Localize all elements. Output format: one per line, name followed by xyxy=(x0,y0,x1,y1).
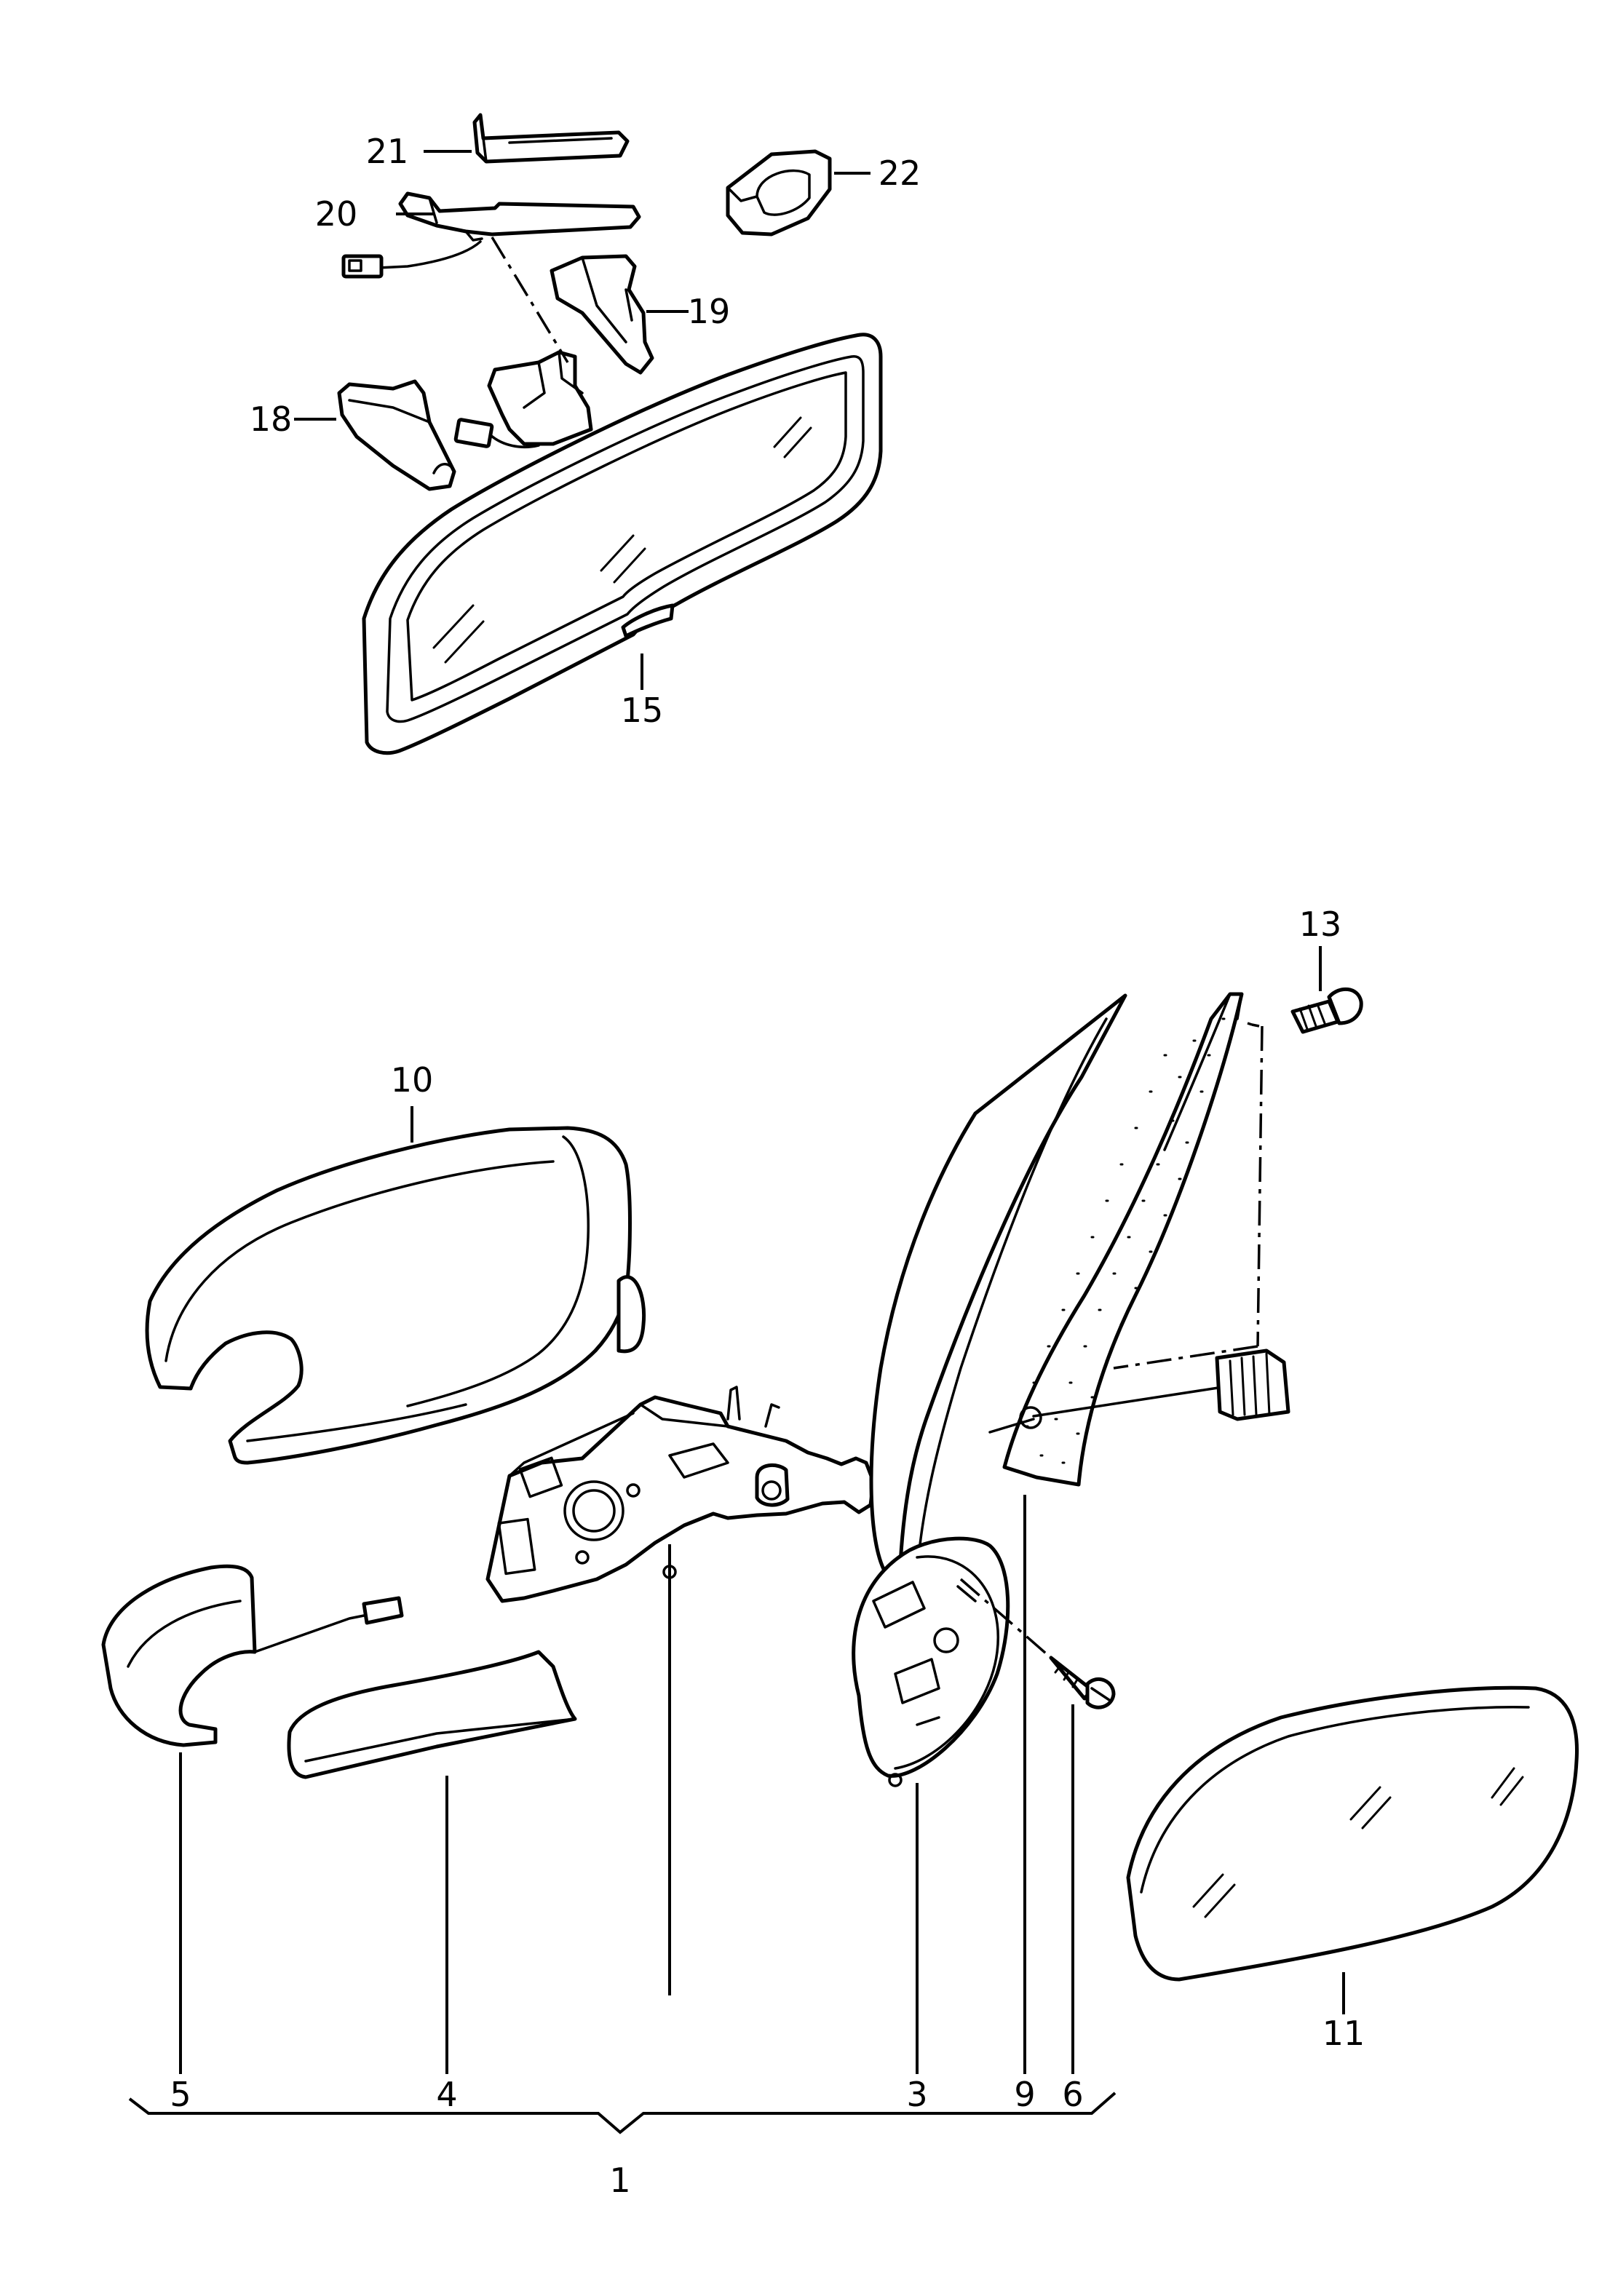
part-5-lower-cover xyxy=(101,1564,404,1747)
callout-10: 10 xyxy=(391,1060,434,1100)
callout-20: 20 xyxy=(315,194,358,234)
callout-1: 1 xyxy=(609,2161,630,2200)
callout-19: 19 xyxy=(688,292,731,331)
leader-lines xyxy=(128,150,1345,2134)
part-4-trim-strip xyxy=(287,1650,577,1779)
part-9-heater-pad xyxy=(1002,992,1244,1487)
callout-9: 9 xyxy=(1014,2075,1035,2114)
callout-13: 13 xyxy=(1299,905,1342,944)
part-1-mirror-base xyxy=(485,1386,876,1603)
part-11-mirror-glass xyxy=(1126,1685,1579,1982)
callout-18: 18 xyxy=(250,400,293,439)
callout-labels: 21 20 22 19 18 15 13 10 5 4 3 9 6 11 1 xyxy=(170,132,1365,2200)
part-3-adjuster-motor xyxy=(852,1536,1010,1787)
part-15-interior-mirror xyxy=(362,333,883,755)
callout-22: 22 xyxy=(879,154,921,193)
mirror-stem xyxy=(453,350,593,449)
callout-5: 5 xyxy=(170,2075,191,2114)
part-22-clip xyxy=(726,149,832,237)
part-18-lower-cover xyxy=(337,379,456,491)
cable-connector xyxy=(988,1348,1290,1434)
callout-6: 6 xyxy=(1062,2075,1083,2114)
callout-11: 11 xyxy=(1322,2014,1365,2053)
interior-mirror-assembly xyxy=(337,113,883,755)
centerline-mirror xyxy=(491,237,569,363)
callout-4: 4 xyxy=(436,2075,457,2114)
part-10-housing-cap xyxy=(145,1126,646,1465)
part-6-screw xyxy=(1049,1656,1116,1709)
callout-3: 3 xyxy=(906,2075,927,2114)
centerline-screw xyxy=(959,1578,1052,1659)
part-21-cover xyxy=(472,113,630,164)
centerline-bolt xyxy=(1113,1022,1264,1370)
callout-21: 21 xyxy=(366,132,409,171)
callout-15: 15 xyxy=(621,691,664,730)
part-20-bracket-cable xyxy=(341,191,641,279)
part-19-mount-cover xyxy=(550,254,654,375)
part-13-bolt xyxy=(1290,987,1363,1034)
